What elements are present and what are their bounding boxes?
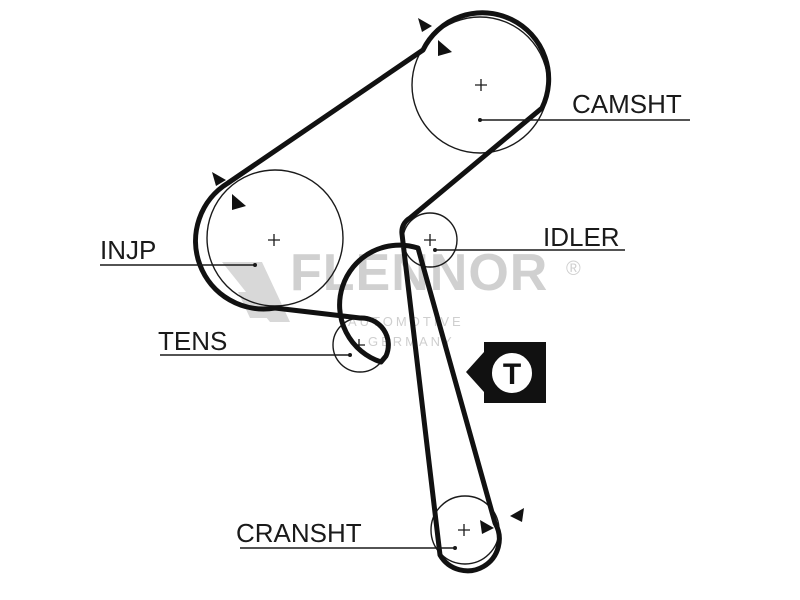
watermark-registered-mark: ® xyxy=(566,258,581,280)
rotation-arrows xyxy=(212,18,524,534)
label-injection-pump: INJP xyxy=(100,235,156,265)
arrow-icon xyxy=(418,18,432,32)
pulley-center-marks xyxy=(268,79,487,536)
tensioner-marker-letter: T xyxy=(503,358,521,391)
tensioner-marker: T xyxy=(466,342,546,403)
injection-pump-pulley xyxy=(206,169,344,307)
watermark-line1: AUTOMOTIVE xyxy=(348,314,464,329)
flennor-watermark: FLENNOR ® AUTOMOTIVE GERMANY xyxy=(222,244,581,349)
label-camshaft: CAMSHT xyxy=(572,89,682,119)
label-leader-lines xyxy=(100,119,690,549)
label-idler: IDLER xyxy=(543,222,620,252)
label-crankshaft: CRANSHT xyxy=(236,518,362,548)
arrow-icon xyxy=(510,508,524,522)
arrow-icon xyxy=(232,194,246,210)
arrow-icon xyxy=(212,172,226,186)
flennor-logo-icon xyxy=(222,262,290,322)
arrow-icon xyxy=(438,40,452,56)
leader-dots xyxy=(253,118,482,550)
timing-belt xyxy=(193,10,552,574)
arrow-icon xyxy=(480,520,494,534)
label-tensioner: TENS xyxy=(158,326,227,356)
